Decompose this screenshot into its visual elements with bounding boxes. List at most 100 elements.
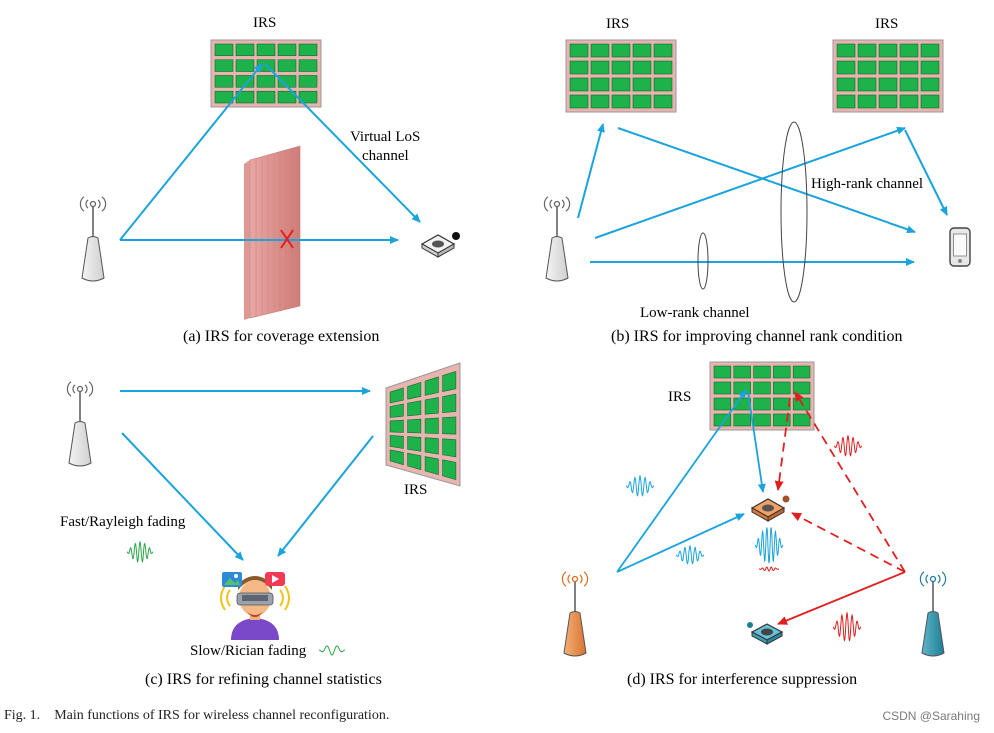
irs-element bbox=[235, 43, 255, 57]
irs-element bbox=[653, 77, 673, 92]
irs-element bbox=[899, 43, 919, 58]
irs-element bbox=[214, 43, 234, 57]
irs-element bbox=[389, 403, 404, 418]
figure-caption: Fig. 1.Main functions of IRS for wireles… bbox=[4, 708, 389, 724]
smartphone-icon bbox=[949, 227, 971, 267]
irs-element bbox=[611, 43, 631, 58]
irs-element bbox=[277, 43, 297, 57]
irs-element bbox=[632, 60, 652, 75]
red-wave-1 bbox=[833, 434, 863, 457]
irs-element bbox=[442, 459, 457, 481]
irs-element bbox=[899, 60, 919, 75]
panel-c-caption: (c) IRS for refining channel statistics bbox=[145, 671, 382, 688]
low-rank-label: Low-rank channel bbox=[640, 305, 750, 321]
panel-b-irs-label-left: IRS bbox=[606, 16, 629, 32]
irs-element bbox=[878, 60, 898, 75]
irs-element bbox=[899, 94, 919, 109]
panel-b: IRS IRS High-rank channel Low-rank chann… bbox=[543, 16, 971, 321]
irs-element bbox=[920, 77, 940, 92]
irs-element bbox=[424, 456, 439, 476]
irs-element bbox=[713, 397, 732, 411]
irs-panel-b-left bbox=[565, 39, 677, 113]
user-device-icon bbox=[420, 232, 460, 258]
red-wave-small bbox=[759, 566, 779, 572]
irs-panel-b-right bbox=[832, 39, 944, 113]
irs-element bbox=[298, 59, 318, 72]
interferer-to-user-arrow bbox=[791, 512, 906, 573]
base-station-icon bbox=[561, 571, 589, 657]
irs-element bbox=[733, 365, 751, 379]
irs-element bbox=[653, 43, 673, 58]
irs-element bbox=[407, 418, 422, 434]
irs-element bbox=[857, 77, 877, 92]
blocked-x-icon bbox=[280, 229, 294, 249]
irs-element bbox=[235, 75, 255, 88]
irs-element bbox=[792, 413, 811, 427]
panel-d-irs-label: IRS bbox=[668, 389, 691, 405]
irs-element bbox=[733, 413, 751, 427]
slow-fading-label: Slow/Rician fading bbox=[190, 643, 307, 659]
blue-wave-2 bbox=[675, 544, 705, 565]
vr-headset-user-icon bbox=[220, 572, 290, 640]
high-rank-label: High-rank channel bbox=[811, 176, 923, 192]
irs-element bbox=[920, 94, 940, 109]
irs-left-to-phone-arrow bbox=[617, 127, 916, 234]
blue-wave-3 bbox=[754, 527, 784, 564]
bs-to-irs-arrow bbox=[616, 389, 747, 573]
base-station-icon bbox=[919, 571, 947, 657]
panel-d: IRS bbox=[561, 361, 947, 657]
bs-to-user-arrow bbox=[616, 513, 745, 573]
irs-element bbox=[424, 376, 439, 396]
irs-element bbox=[389, 387, 404, 404]
bs-to-irs-arrow bbox=[119, 63, 263, 241]
irs-element bbox=[878, 43, 898, 58]
irs-element bbox=[256, 43, 276, 57]
virtual-los-label-1: Virtual LoS bbox=[350, 129, 420, 145]
irs-element bbox=[235, 59, 255, 72]
irs-panel-d bbox=[709, 361, 815, 431]
obstacle-wall bbox=[244, 145, 301, 320]
irs-element bbox=[836, 77, 856, 92]
interferer-to-irs-arrow bbox=[794, 391, 906, 573]
irs-element bbox=[653, 94, 673, 109]
irs-element bbox=[920, 60, 940, 75]
irs-element bbox=[569, 94, 589, 109]
irs-element bbox=[792, 365, 811, 379]
irs-element bbox=[214, 90, 234, 104]
panel-c-irs-label: IRS bbox=[404, 482, 427, 498]
irs-element bbox=[389, 419, 404, 433]
irs-element bbox=[590, 60, 610, 75]
user-device-icon bbox=[747, 622, 784, 645]
irs-element bbox=[407, 452, 422, 471]
irs-element bbox=[214, 59, 234, 72]
user-device-icon bbox=[750, 495, 790, 522]
bs-to-irs-right-arrow bbox=[594, 126, 906, 239]
irs-element bbox=[442, 416, 457, 435]
red-wave-2 bbox=[832, 611, 862, 642]
irs-element bbox=[611, 94, 631, 109]
irs-element bbox=[277, 90, 297, 104]
irs-element bbox=[424, 417, 439, 434]
irs-element bbox=[256, 75, 276, 88]
irs-element bbox=[899, 77, 919, 92]
irs-element bbox=[442, 393, 457, 413]
bs-to-irs-left-arrow bbox=[577, 123, 605, 219]
blue-wave-1 bbox=[625, 474, 655, 497]
figure-number: Fig. 1. bbox=[4, 708, 41, 723]
high-rank-ellipse bbox=[780, 121, 808, 303]
bs-to-user-arrow bbox=[121, 432, 244, 561]
irs-element bbox=[836, 60, 856, 75]
panel-c: IRS Fast/Rayleigh fading Slow/Rician fad… bbox=[60, 362, 461, 659]
irs-element bbox=[713, 365, 732, 379]
irs-element bbox=[590, 77, 610, 92]
irs-element bbox=[256, 90, 276, 104]
irs-element bbox=[214, 75, 234, 88]
irs-element bbox=[424, 437, 439, 455]
irs-to-user-arrow bbox=[747, 391, 766, 493]
panel-b-caption: (b) IRS for improving channel rank condi… bbox=[611, 328, 903, 345]
irs-to-user-arrow bbox=[277, 435, 374, 557]
irs-element bbox=[857, 43, 877, 58]
irs-element bbox=[753, 381, 771, 395]
irs-element bbox=[590, 43, 610, 58]
